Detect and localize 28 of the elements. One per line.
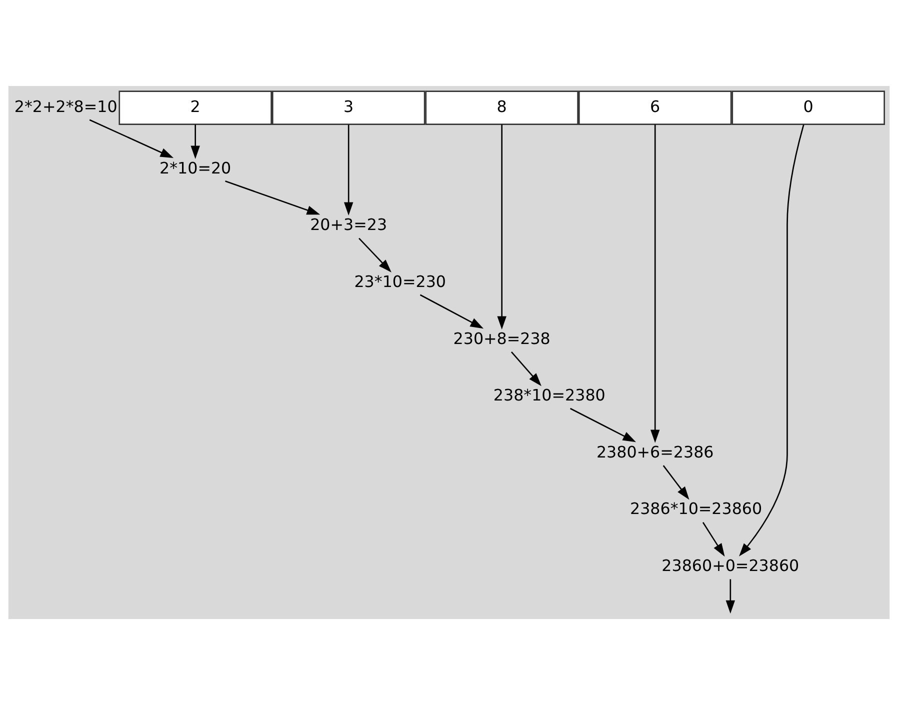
arrow <box>497 124 506 330</box>
node-box: 2 <box>118 90 272 125</box>
node-text: 230+8=238 <box>453 328 550 348</box>
arrow <box>420 294 484 329</box>
arrow <box>662 465 690 500</box>
node-text: 2*10=20 <box>160 158 232 178</box>
arrow <box>358 238 392 272</box>
node-text: 23860+0=23860 <box>662 556 800 575</box>
arrow <box>650 124 660 443</box>
node-box: 0 <box>732 90 885 125</box>
node-box: 8 <box>425 90 578 125</box>
node-text: 2380+6=2386 <box>596 442 714 462</box>
node-text: 20+3=23 <box>310 215 388 234</box>
arrow <box>570 408 636 442</box>
node-text: 23*10=230 <box>354 272 446 291</box>
node-text: 2386*10=23860 <box>630 499 762 518</box>
arrow <box>89 119 174 158</box>
arrow <box>726 579 736 614</box>
node-box: 3 <box>272 90 426 125</box>
node-box: 6 <box>578 90 732 125</box>
node-text: 238*10=2380 <box>493 386 606 405</box>
arrow <box>344 124 354 216</box>
arrow <box>190 124 200 160</box>
arrow <box>225 180 320 215</box>
node-text: 2*2+2*8=10 <box>14 96 118 116</box>
arrow <box>739 124 804 556</box>
arrow <box>510 352 542 386</box>
arrow <box>702 522 725 557</box>
